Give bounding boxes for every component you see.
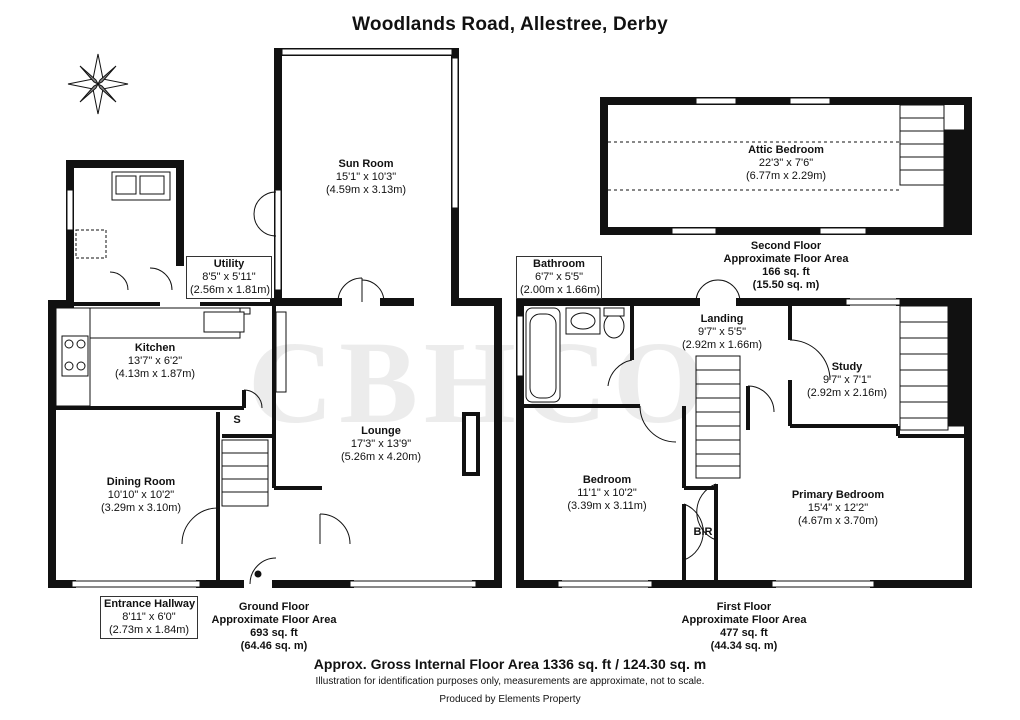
bathroom-imperial: 6'7" x 5'5" [534, 271, 584, 283]
first-floor-sqm: (44.34 sq. m) [710, 640, 778, 652]
first-floor-subtitle: Approximate Floor Area [681, 614, 807, 626]
primary-bedroom-name: Primary Bedroom [791, 489, 885, 501]
first-floor-area: First Floor Approximate Floor Area 477 s… [674, 601, 814, 653]
disclaimer: Illustration for identification purposes… [315, 676, 705, 687]
bir-name: BIR [693, 526, 713, 538]
utility-imperial: 8'5" x 5'11" [202, 271, 256, 283]
entrance-hallway-label: Entrance Hallway 8'11" x 6'0" (2.73m x 1… [100, 596, 198, 639]
attic-bedroom-label: Attic Bedroom 22'3" x 7'6" (6.77m x 2.29… [726, 144, 846, 183]
lounge-name: Lounge [361, 425, 401, 437]
utility-metric: (2.56m x 1.81m) [190, 284, 271, 296]
sun-room-name: Sun Room [338, 158, 394, 170]
second-floor-sqm: (15.50 sq. m) [752, 279, 820, 291]
bedroom-label: Bedroom 11'1" x 10'2" (3.39m x 3.11m) [552, 474, 662, 513]
second-floor-subtitle: Approximate Floor Area [723, 253, 849, 265]
dining-room-label: Dining Room 10'10" x 10'2" (3.29m x 3.10… [86, 476, 196, 515]
ground-floor-sqm: (64.46 sq. m) [240, 640, 308, 652]
sun-room-label: Sun Room 15'1" x 10'3" (4.59m x 3.13m) [316, 158, 416, 197]
second-floor-plan [600, 97, 972, 235]
store-name: S [233, 414, 241, 426]
bathroom-name: Bathroom [533, 258, 585, 270]
bir-label: BIR [690, 526, 716, 539]
second-floor-area: Second Floor Approximate Floor Area 166 … [716, 240, 856, 292]
kitchen-imperial: 13'7" x 6'2" [127, 355, 183, 367]
study-imperial: 9'7" x 7'1" [822, 374, 872, 386]
producer-credit: Produced by Elements Property [439, 694, 581, 705]
landing-imperial: 9'7" x 5'5" [697, 326, 747, 338]
bedroom-imperial: 11'1" x 10'2" [577, 487, 637, 499]
bedroom-metric: (3.39m x 3.11m) [567, 500, 647, 512]
first-floor-sqft: 477 sq. ft [720, 627, 768, 639]
attic-bedroom-imperial: 22'3" x 7'6" [758, 157, 814, 169]
entrance-hallway-name: Entrance Hallway [104, 598, 196, 610]
lounge-label: Lounge 17'3" x 13'9" (5.26m x 4.20m) [326, 425, 436, 464]
ground-floor-area: Ground Floor Approximate Floor Area 693 … [208, 601, 340, 653]
first-floor-title: First Floor [716, 601, 772, 613]
page-title: Woodlands Road, Allestree, Derby [352, 14, 668, 35]
second-floor-sqft: 166 sq. ft [762, 266, 810, 278]
dining-room-imperial: 10'10" x 10'2" [107, 489, 175, 501]
landing-name: Landing [700, 313, 744, 325]
study-metric: (2.92m x 2.16m) [806, 387, 888, 399]
attic-bedroom-name: Attic Bedroom [748, 144, 824, 156]
landing-label: Landing 9'7" x 5'5" (2.92m x 1.66m) [670, 313, 774, 352]
store-label: S [227, 414, 247, 427]
gross-floor-area: Approx. Gross Internal Floor Area 1336 s… [313, 656, 707, 672]
kitchen-label: Kitchen 13'7" x 6'2" (4.13m x 1.87m) [100, 342, 210, 381]
entrance-hallway-imperial: 8'11" x 6'0" [122, 611, 176, 623]
compass-rose-icon [67, 53, 129, 115]
bathroom-label: Bathroom 6'7" x 5'5" (2.00m x 1.66m) [516, 256, 602, 299]
bedroom-name: Bedroom [582, 474, 632, 486]
kitchen-name: Kitchen [134, 342, 176, 354]
lounge-imperial: 17'3" x 13'9" [350, 438, 412, 450]
study-name: Study [831, 361, 863, 373]
ground-floor-subtitle: Approximate Floor Area [211, 614, 337, 626]
sun-room-imperial: 15'1" x 10'3" [335, 171, 397, 183]
ground-floor-plan [48, 48, 502, 588]
primary-bedroom-metric: (4.67m x 3.70m) [797, 515, 879, 527]
attic-bedroom-metric: (6.77m x 2.29m) [745, 170, 827, 182]
bathroom-metric: (2.00m x 1.66m) [520, 284, 601, 296]
utility-name: Utility [213, 258, 245, 270]
ground-floor-title: Ground Floor [238, 601, 310, 613]
primary-bedroom-label: Primary Bedroom 15'4" x 12'2" (4.67m x 3… [780, 489, 896, 528]
entrance-hallway-metric: (2.73m x 1.84m) [108, 624, 190, 636]
lounge-metric: (5.26m x 4.20m) [340, 451, 422, 463]
utility-label: Utility 8'5" x 5'11" (2.56m x 1.81m) [186, 256, 272, 299]
dining-room-metric: (3.29m x 3.10m) [100, 502, 182, 514]
second-floor-title: Second Floor [750, 240, 822, 252]
study-label: Study 9'7" x 7'1" (2.92m x 2.16m) [800, 361, 894, 400]
landing-metric: (2.92m x 1.66m) [681, 339, 763, 351]
sun-room-metric: (4.59m x 3.13m) [325, 184, 407, 196]
first-floor-plan [516, 279, 972, 588]
dining-room-name: Dining Room [106, 476, 176, 488]
ground-floor-sqft: 693 sq. ft [250, 627, 298, 639]
kitchen-metric: (4.13m x 1.87m) [114, 368, 196, 380]
primary-bedroom-imperial: 15'4" x 12'2" [807, 502, 869, 514]
